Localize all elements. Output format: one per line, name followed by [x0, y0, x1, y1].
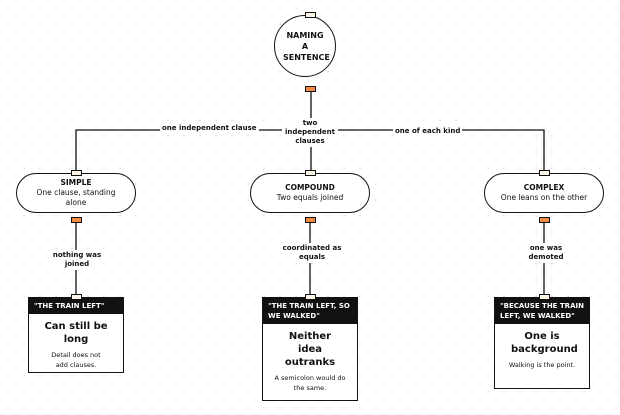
- edge-right-branch: [311, 129, 545, 172]
- card-compound[interactable]: "THE TRAIN LEFT, SO WE WALKED" Neither i…: [262, 297, 358, 401]
- edge-label-simple-down: nothing was joined: [50, 250, 104, 270]
- root-output-port[interactable]: [305, 86, 316, 92]
- compound-output-port[interactable]: [305, 217, 316, 223]
- compound-input-port[interactable]: [305, 170, 316, 176]
- card-title: One is background: [511, 331, 578, 355]
- card-example: "BECAUSE THE TRAIN LEFT, WE WALKED": [495, 298, 589, 324]
- card-example: "THE TRAIN LEFT, SO WE WALKED": [263, 298, 357, 324]
- card-body: A semicolon would do the same.: [274, 374, 346, 392]
- card-simple-input-port[interactable]: [71, 294, 82, 300]
- category-subtitle: Two equals joined: [276, 193, 344, 202]
- card-complex[interactable]: "BECAUSE THE TRAIN LEFT, WE WALKED" One …: [494, 297, 590, 389]
- card-title: Neither idea outranks: [284, 331, 336, 368]
- simple-input-port[interactable]: [71, 170, 82, 176]
- edge-label-center: two independent clauses: [282, 118, 338, 147]
- complex-input-port[interactable]: [539, 170, 550, 176]
- edge-label-complex-down: one was demoted: [520, 243, 572, 263]
- category-title: SIMPLE: [60, 178, 92, 187]
- root-node[interactable]: NAMING A SENTENCE: [274, 15, 336, 77]
- category-subtitle: One leans on the other: [500, 193, 588, 202]
- category-subtitle: One clause, standing alone: [36, 188, 116, 207]
- card-example: "THE TRAIN LEFT": [29, 298, 123, 314]
- card-simple[interactable]: "THE TRAIN LEFT" Can still be long Detai…: [28, 297, 124, 373]
- complex-output-port[interactable]: [539, 217, 550, 223]
- category-title: COMPOUND: [285, 183, 335, 192]
- simple-output-port[interactable]: [71, 217, 82, 223]
- edge-label-left: one independent clause: [160, 123, 259, 134]
- card-body: Detail does not add clauses.: [51, 351, 101, 369]
- root-title: NAMING A SENTENCE: [283, 30, 330, 62]
- card-body: Walking is the point.: [508, 361, 576, 369]
- category-compound[interactable]: COMPOUND Two equals joined: [250, 173, 370, 213]
- card-compound-input-port[interactable]: [305, 294, 316, 300]
- root-input-port[interactable]: [305, 12, 316, 18]
- category-complex[interactable]: COMPLEX One leans on the other: [484, 173, 604, 213]
- edge-label-right: one of each kind: [393, 126, 463, 137]
- card-complex-input-port[interactable]: [539, 294, 550, 300]
- edge-label-compound-down: coordinated as equals: [278, 243, 346, 263]
- category-simple[interactable]: SIMPLE One clause, standing alone: [16, 173, 136, 213]
- category-title: COMPLEX: [523, 183, 565, 192]
- card-title: Can still be long: [44, 321, 108, 345]
- edge-left-branch: [75, 129, 311, 172]
